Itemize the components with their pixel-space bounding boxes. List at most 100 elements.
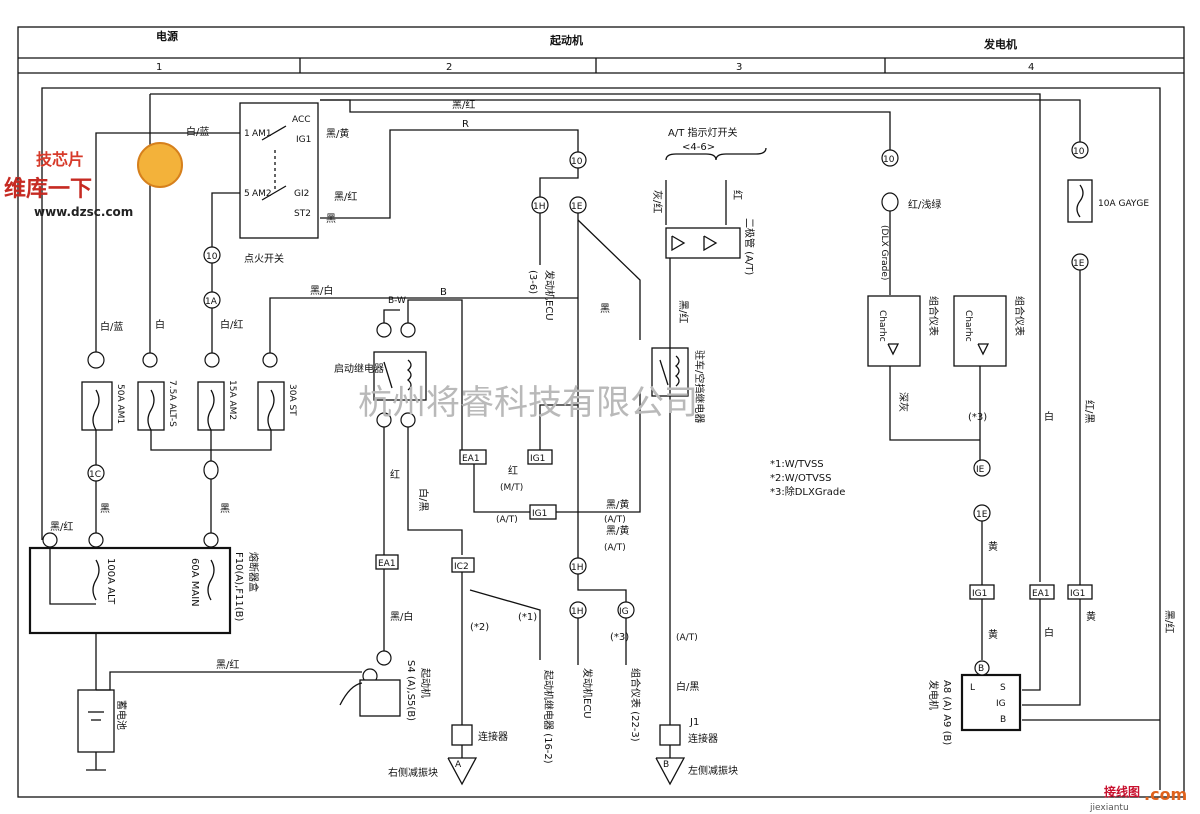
section-number-4: 4 — [1028, 62, 1034, 73]
svg-text:10A GAYGE: 10A GAYGE — [1098, 199, 1149, 209]
ignition-switch — [239, 102, 319, 239]
svg-text:连接器: 连接器 — [688, 732, 718, 745]
wire-R — [320, 129, 579, 219]
section-title-alternator: 发电机 — [983, 37, 1017, 51]
section-number-1: 1 — [156, 62, 162, 73]
svg-text:IG: IG — [996, 699, 1006, 709]
svg-text:IG: IG — [619, 607, 629, 617]
svg-text:B: B — [1000, 715, 1006, 725]
svg-text:(*1): (*1) — [518, 612, 537, 623]
svg-text:黑/红: 黑/红 — [334, 190, 357, 203]
svg-text:10: 10 — [206, 252, 218, 262]
fuse-30a-st — [257, 381, 285, 431]
svg-text:10: 10 — [571, 157, 583, 167]
svg-text:二极管 (A/T): 二极管 (A/T) — [743, 218, 756, 275]
svg-text:组合仪表 (22-3): 组合仪表 (22-3) — [629, 668, 642, 742]
wire-white-blue — [95, 132, 240, 360]
svg-text:L: L — [970, 683, 975, 693]
left-shock-label: 左侧减振块 — [688, 764, 738, 777]
note-3: *3:除DLXGrade — [770, 485, 845, 498]
starter-relay-label: 启动继电器 — [334, 362, 384, 375]
svg-text:白/红: 白/红 — [220, 318, 243, 331]
svg-text:起动机继电器 (16-2): 起动机继电器 (16-2) — [542, 670, 555, 764]
starter-label: 起动机 — [419, 668, 432, 698]
svg-text:ACC: ACC — [292, 115, 311, 125]
svg-text:60A MAIN: 60A MAIN — [189, 558, 200, 607]
svg-text:黑/红: 黑/红 — [1163, 610, 1176, 633]
svg-text:黑: 黑 — [326, 213, 336, 225]
svg-text:黑/黄: 黑/黄 — [326, 127, 349, 140]
svg-text:黑/红: 黑/红 — [216, 658, 239, 671]
svg-text:<4-6>: <4-6> — [682, 142, 715, 153]
svg-text:组合仪表: 组合仪表 — [1013, 296, 1026, 336]
right-shock-label: 右侧减振块 — [388, 766, 438, 779]
svg-text:AM2: AM2 — [252, 189, 272, 199]
svg-text:黄: 黄 — [988, 540, 998, 553]
svg-text:(*2): (*2) — [470, 622, 489, 633]
svg-text:(A/T): (A/T) — [676, 633, 698, 643]
svg-text:红/浅绿: 红/浅绿 — [908, 198, 941, 211]
svg-text:100A ALT: 100A ALT — [105, 558, 116, 605]
svg-text:EA1: EA1 — [462, 454, 480, 464]
fuse-7-5a-alt-s — [137, 381, 165, 431]
logo-mascot-icon — [137, 142, 183, 188]
svg-text:A8 (A) A9 (B): A8 (A) A9 (B) — [941, 680, 952, 745]
label-black-red: 黑/红 — [452, 98, 475, 111]
svg-text:(*3): (*3) — [610, 632, 629, 643]
svg-text:B-W: B-W — [388, 296, 406, 306]
watermark-site: www.dzsc.com — [34, 205, 133, 219]
watermark-brand: 维库一下 — [4, 176, 92, 202]
svg-text:红: 红 — [508, 464, 518, 477]
svg-text:F10(A),F11(B): F10(A),F11(B) — [233, 552, 244, 622]
combo-meter-2 — [953, 295, 1007, 367]
section-title-power: 电源 — [156, 29, 178, 43]
svg-text:黑/黄: 黑/黄 — [606, 524, 629, 537]
svg-text:白/蓝: 白/蓝 — [186, 125, 209, 138]
svg-text:组合仪表: 组合仪表 — [927, 296, 940, 336]
section-number-2: 2 — [446, 62, 452, 73]
svg-text:熔断器盒: 熔断器盒 — [247, 552, 260, 592]
svg-text:7.5A ALT-S: 7.5A ALT-S — [167, 380, 177, 427]
svg-text:1E: 1E — [571, 202, 583, 212]
svg-text:白/黑: 白/黑 — [417, 488, 430, 511]
svg-text:黑: 黑 — [100, 503, 110, 515]
svg-text:黑/白: 黑/白 — [390, 610, 413, 623]
watermark-logo: 技芯片 — [36, 150, 84, 169]
svg-text:(DLX Grade): (DLX Grade) — [879, 225, 889, 280]
svg-text:Charhc: Charhc — [877, 310, 887, 342]
svg-text:灰/红: 灰/红 — [651, 190, 664, 213]
svg-text:1: 1 — [244, 129, 250, 139]
svg-text:1H: 1H — [571, 607, 584, 617]
watermark-center: 杭州将睿科技有限公司 — [358, 383, 698, 423]
svg-text:10: 10 — [1073, 147, 1085, 157]
watermark-corner: 接线图 — [1104, 784, 1140, 799]
svg-text:1E: 1E — [1073, 259, 1085, 269]
svg-text:1H: 1H — [533, 202, 546, 212]
svg-text:IE: IE — [976, 465, 985, 475]
svg-text:白: 白 — [155, 318, 165, 331]
section-title-starter: 起动机 — [549, 33, 583, 47]
svg-text:黄: 黄 — [988, 628, 998, 641]
svg-text:jiexiantu: jiexiantu — [1089, 803, 1129, 813]
svg-text:发动机ECU: 发动机ECU — [581, 668, 594, 719]
at-indicator-switch-label: A/T 指示灯开关 — [668, 126, 738, 139]
svg-text:J1: J1 — [689, 717, 699, 728]
svg-text:15A AM2: 15A AM2 — [227, 380, 237, 420]
svg-text:B: B — [663, 760, 669, 770]
fuse-box — [28, 546, 232, 635]
starter-relay — [373, 351, 427, 401]
section-number-3: 3 — [736, 62, 742, 73]
svg-text:红/黑: 红/黑 — [1083, 400, 1096, 423]
svg-text:白/黑: 白/黑 — [676, 680, 699, 693]
note-2: *2:W/OTVSS — [770, 473, 832, 484]
svg-text:IG1: IG1 — [532, 509, 547, 519]
svg-text:AM1: AM1 — [252, 129, 272, 139]
svg-text:(M/T): (M/T) — [500, 483, 523, 493]
svg-text:50A AM1: 50A AM1 — [115, 384, 125, 424]
starter-motor — [359, 679, 401, 717]
svg-text:5: 5 — [244, 189, 250, 199]
generator-label: 发电机 — [927, 680, 940, 710]
park-neutral-relay-label: 驻车/空挡继电器 — [693, 350, 706, 423]
svg-text:EA1: EA1 — [378, 559, 396, 569]
svg-text:IG1: IG1 — [972, 589, 987, 599]
